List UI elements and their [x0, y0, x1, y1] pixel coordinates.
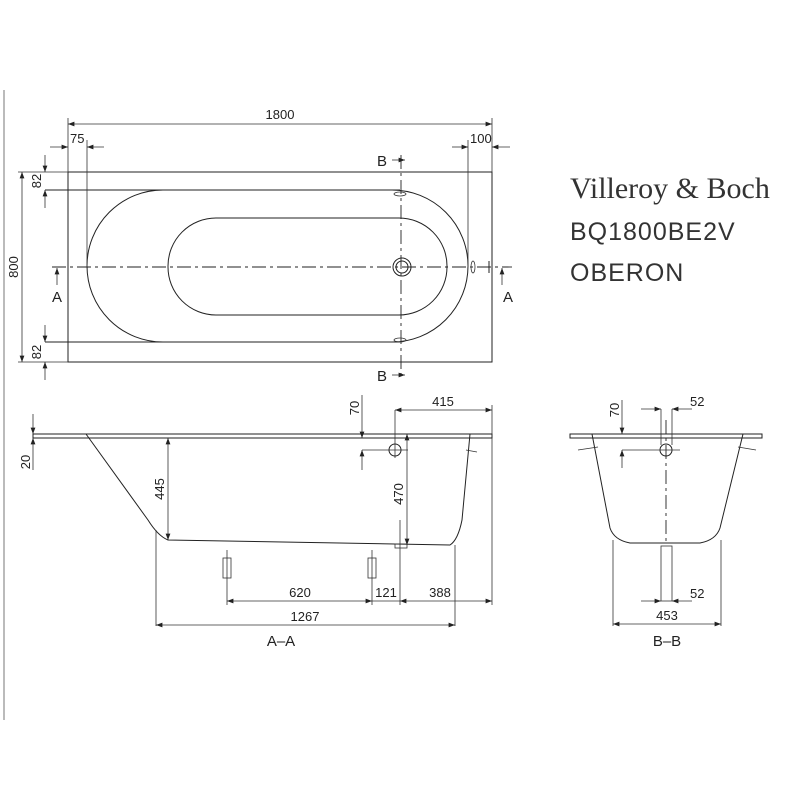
dim-overflow-b: 70	[607, 403, 622, 417]
tub-outline	[67, 171, 493, 363]
section-a-view: 20 445 70 415 470 620 121 388 1267 A–A	[18, 394, 493, 650]
foot-icon	[367, 550, 377, 605]
section-b-view: 52 70 52 453 B–B	[569, 394, 763, 650]
dim-right-rim: 100	[470, 131, 492, 146]
dim-depth: 445	[152, 478, 167, 500]
dim-drain-pipe: 52	[690, 586, 704, 601]
drain-icon	[392, 257, 412, 277]
dim-drain-offset: 415	[432, 394, 454, 409]
section-b-bottom: B	[377, 368, 387, 385]
drain-pipe	[660, 545, 673, 602]
dim-overflow-pipe: 52	[690, 394, 704, 409]
top-view: 1800 75 100 800 82 82 A A B B	[6, 107, 513, 385]
tub-cross-profile	[591, 433, 744, 544]
model-code: BQ1800BE2V	[570, 218, 736, 246]
dim-bottom-rim: 82	[29, 345, 44, 359]
dim-drain-end: 388	[429, 585, 451, 600]
dim-bottom-length: 1267	[291, 609, 320, 624]
dim-overflow: 70	[347, 401, 362, 415]
brand-logo: Villeroy & Boch	[570, 172, 770, 205]
section-a-right: A	[503, 289, 513, 306]
dim-rim: 20	[18, 455, 33, 469]
section-b-top: B	[377, 153, 387, 170]
model-name: OBERON	[570, 259, 684, 287]
dim-bottom-width: 453	[656, 608, 678, 623]
dim-drain-depth: 470	[391, 483, 406, 505]
dim-left-rim: 75	[70, 131, 84, 146]
tub-profile	[85, 433, 471, 546]
foot-icon	[222, 550, 232, 605]
basin-inner	[167, 217, 448, 316]
section-b-title: B–B	[653, 633, 681, 650]
section-a-left: A	[52, 289, 62, 306]
dim-width: 800	[6, 256, 21, 278]
dim-foot-drain: 121	[375, 585, 397, 600]
dim-feet-spacing: 620	[289, 585, 311, 600]
section-a-title: A–A	[267, 633, 295, 650]
dim-top-rim: 82	[29, 174, 44, 188]
dim-length: 1800	[266, 107, 295, 122]
